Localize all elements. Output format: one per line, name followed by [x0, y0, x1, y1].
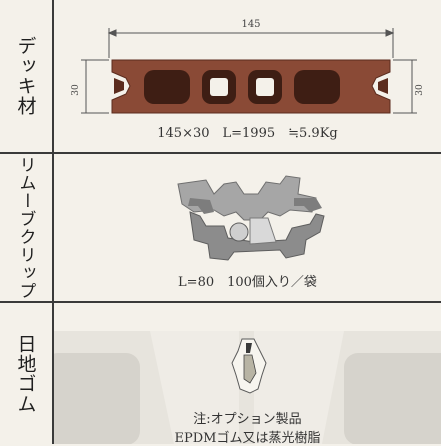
horizontal-divider-2: [0, 301, 441, 303]
deck-inner-1: [210, 78, 228, 96]
clip-label-cell: リムーブクリップ: [0, 154, 52, 301]
rubber-caption-line2: EPDMゴム又は蒸光樹脂: [174, 431, 321, 446]
deck-inner-2: [256, 78, 274, 96]
deck-caption: 145×30 L=1995 ≒5.9Kg: [157, 126, 338, 141]
dim-height-left-text: 30: [71, 84, 81, 96]
clip-right-hook: [294, 198, 322, 212]
rubber-right-glow: [254, 331, 344, 444]
vertical-divider: [52, 154, 54, 301]
deck-hollow-4: [294, 70, 340, 104]
clip-left-hook: [188, 198, 214, 214]
rubber-label: 日地ゴム: [14, 333, 37, 414]
deck-profile-diagram: 145 30 30: [71, 19, 425, 114]
vertical-divider: [52, 0, 54, 152]
clip-diagram: [177, 175, 325, 261]
rubber-profile-dark: [246, 343, 252, 353]
deck-hollow-1: [144, 70, 190, 104]
deck-label-cell: デッキ材: [0, 0, 52, 152]
rubber-section: 日地ゴム 注:オプション製品 EPDMゴム又は蒸光樹脂: [0, 303, 441, 446]
rubber-profile-core: [243, 354, 257, 384]
deck-side-groove-right: [378, 78, 388, 94]
rubber-diagram: [54, 331, 441, 444]
width-dimension: [107, 28, 395, 58]
clip-caption: L=80 100個入り／袋: [178, 275, 317, 290]
clip-screw-hole: [229, 222, 249, 242]
clip-center-highlight: [249, 217, 277, 245]
dim-height-right-text: 30: [415, 84, 425, 96]
deck-side-groove-left: [114, 78, 124, 94]
rubber-right-board: [344, 353, 441, 444]
rubber-label-cell: 日地ゴム: [0, 303, 52, 444]
clip-lower-body: [189, 211, 325, 261]
dim-width-text: 145: [241, 19, 260, 30]
rubber-left-board: [54, 353, 140, 444]
horizontal-divider-1: [0, 152, 441, 154]
deck-label: デッキ材: [14, 36, 37, 116]
height-dimension-right: [393, 59, 417, 114]
rubber-caption-line1: 注:オプション製品: [193, 412, 302, 427]
clip-section: リムーブクリップ L=80 100個入り／袋: [0, 154, 441, 301]
vertical-divider: [52, 303, 54, 444]
height-dimension-left: [81, 59, 109, 114]
rubber-left-glow: [150, 331, 239, 444]
deck-section: デッキ材: [0, 0, 441, 152]
clip-label: リムーブクリップ: [15, 155, 36, 300]
